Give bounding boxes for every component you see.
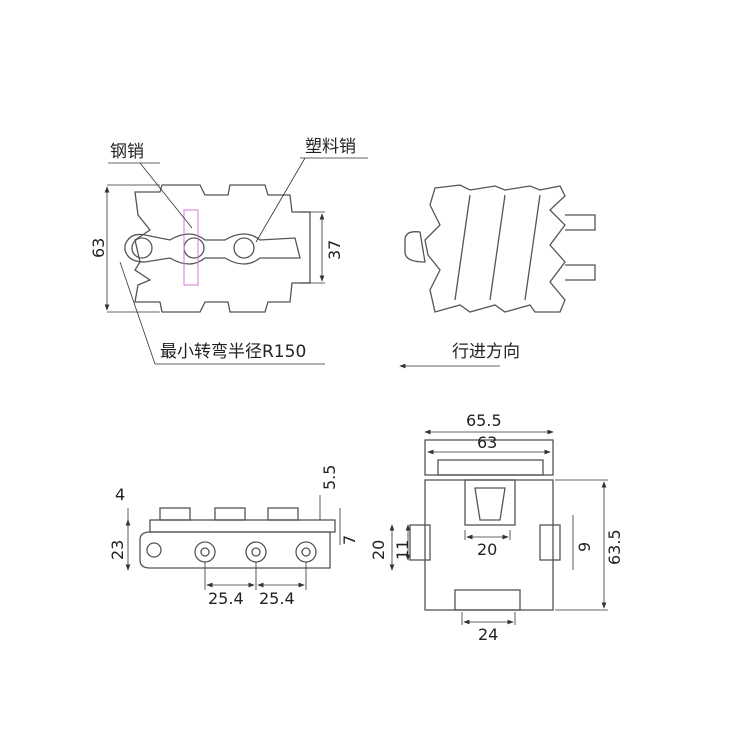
bottom-face-view: 行进方向: [399, 184, 596, 369]
dim-4-label: 4: [115, 485, 125, 504]
dim-5-5-label: 5.5: [320, 465, 339, 490]
dim-24-label: 24: [478, 625, 498, 644]
pitch-1-label: 25.4: [208, 589, 244, 608]
dim-20-center-label: 20: [477, 540, 497, 559]
pitch-2-label: 25.4: [259, 589, 295, 608]
height-dim-label: 63: [89, 238, 108, 258]
width-inner-label: 63: [477, 433, 497, 452]
dim-20-left-label: 20: [369, 540, 388, 560]
steel-pin-label: 钢销: [110, 142, 144, 162]
dim-9-label: 9: [575, 542, 594, 552]
width-outer-label: 65.5: [466, 411, 502, 430]
dim-23-label: 23: [108, 540, 127, 560]
plastic-pin-label: 塑料销: [305, 137, 356, 157]
dim-11-label: 11: [393, 540, 412, 560]
inner-dim-label: 37: [325, 240, 344, 260]
height-label: 63.5: [605, 529, 624, 565]
dim-7-label: 7: [340, 535, 359, 545]
direction-label: 行进方向: [452, 342, 520, 362]
top-view: 63 37 钢销 塑料销 最小转弯半径R150: [89, 137, 368, 365]
end-view: 65.5 63 63.5 20 20 11 9 24: [369, 411, 624, 644]
side-view: 4 23 5.5 7 25.4 25.4: [108, 465, 359, 608]
min-radius-label: 最小转弯半径R150: [160, 342, 306, 362]
